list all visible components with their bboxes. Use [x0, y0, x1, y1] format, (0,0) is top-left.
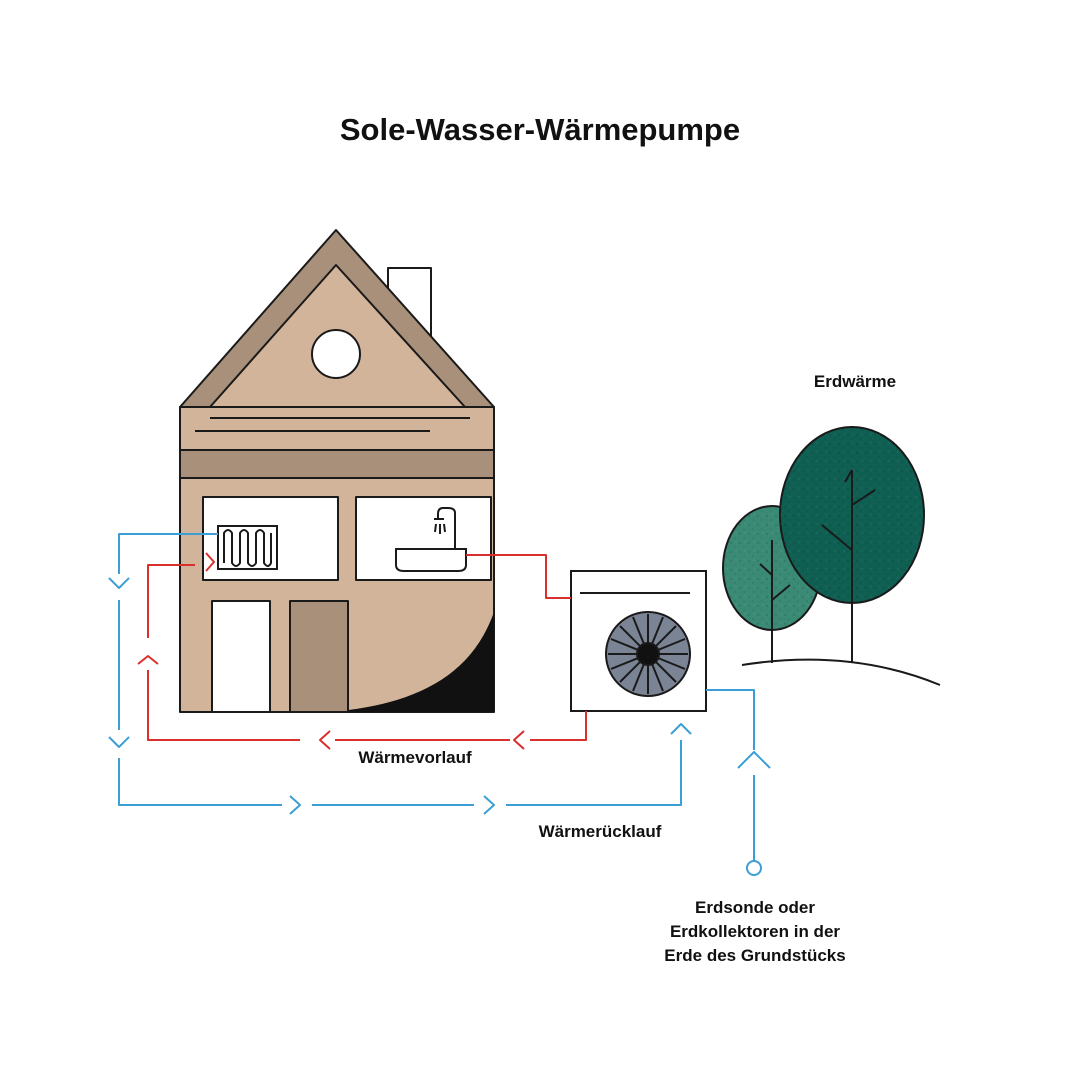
attic-window — [311, 329, 361, 379]
house-door-right — [289, 600, 349, 713]
supply-flow-line — [137, 552, 587, 750]
return-flow-line — [108, 533, 771, 876]
house-band — [179, 449, 495, 479]
chevron-icon — [670, 723, 692, 735]
house-shadow — [330, 612, 494, 712]
radiator-icon — [217, 525, 278, 570]
geothermal-label: Erdwärme — [813, 372, 897, 391]
house-door-left — [211, 600, 271, 713]
ground-probe-line: Erdkollektoren in der — [669, 922, 841, 941]
chevron-icon — [737, 751, 771, 769]
chevron-icon — [483, 795, 495, 815]
heat-pump-unit — [570, 570, 707, 712]
probe-node-icon — [746, 860, 762, 876]
chevron-icon — [108, 736, 130, 748]
house — [179, 229, 495, 713]
chevron-icon — [319, 730, 331, 750]
shower-icon — [434, 507, 456, 550]
return-flow-label: Wärmerücklauf — [538, 822, 662, 841]
diagram-title: Sole-Wasser-Wärmepumpe — [339, 112, 741, 147]
ground-hill — [741, 658, 941, 686]
house-upper-wall — [179, 406, 495, 451]
ground-probe-line: Erdsonde oder — [695, 898, 815, 917]
fan-icon — [605, 611, 691, 697]
chevron-icon — [137, 655, 159, 665]
ground-probe-line: Erde des Grundstücks — [664, 946, 846, 965]
chevron-icon — [513, 730, 525, 750]
chevron-icon — [289, 795, 301, 815]
tree-icon — [722, 426, 941, 686]
supply-flow-label: Wärmevorlauf — [358, 748, 472, 767]
chevron-icon — [108, 577, 130, 589]
chevron-icon — [205, 552, 215, 572]
bathtub-icon — [395, 548, 467, 572]
ground-probe-label: Erdsonde oder Erdkollektoren in der Erde… — [620, 896, 890, 968]
